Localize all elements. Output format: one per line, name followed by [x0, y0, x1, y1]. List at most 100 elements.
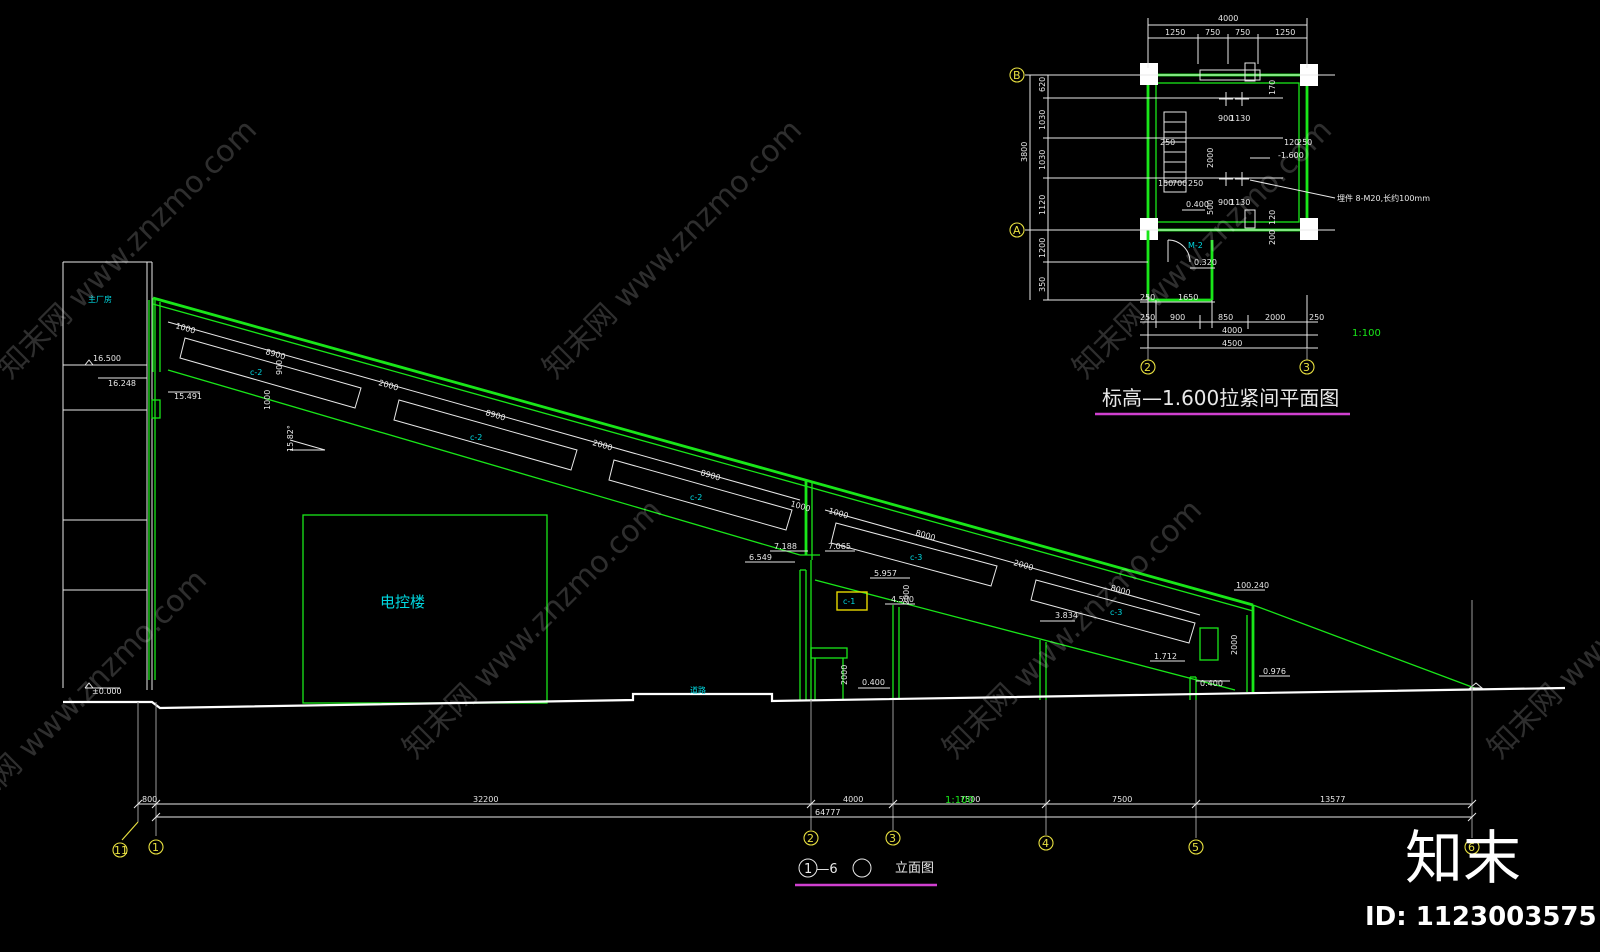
plan-left-1200: 1200 — [1038, 238, 1047, 258]
plan-inner-900a: 900 — [1218, 114, 1233, 123]
plan-left-dims — [1009, 67, 1335, 301]
plan-inner-170: 170 — [1268, 80, 1277, 95]
plan-anchor-note: 埋件 8-M20,长约100mm — [1337, 193, 1430, 203]
plan-level-neg1600: -1.600 — [1278, 151, 1304, 160]
door-tag-c1: c-1 — [843, 597, 855, 606]
dim-2000-d: 2000 — [1230, 635, 1239, 655]
plan-bot-250c: 250 — [1309, 313, 1324, 322]
axis-6: 6 — [1468, 841, 1475, 854]
dim-8000-a: 8000 — [914, 528, 936, 542]
sloped-gallery — [152, 296, 1481, 692]
level-16-248: 16.248 — [108, 379, 136, 388]
plan-inner-120: 120 — [1284, 138, 1299, 147]
axis-dim-13577: 13577 — [1320, 795, 1345, 804]
level-7-065: 7.065 — [828, 542, 851, 551]
plan-bot-2000: 2000 — [1265, 313, 1285, 322]
plan-top-1250a: 1250 — [1165, 28, 1185, 37]
watermarks: 知末网 www.znzmo.com 知末网 www.znzmo.com 知末网 … — [0, 113, 1600, 836]
window-c3-b: c-3 — [1110, 608, 1122, 617]
plan-inner-150: 150 — [1158, 179, 1173, 188]
main-plant-building — [62, 261, 161, 690]
level-markers-mid — [745, 550, 1290, 689]
axis-bubbles — [112, 821, 1480, 858]
watermark-e: 知末网 www.znzmo.com — [396, 493, 669, 766]
window-c2-c: c-2 — [690, 493, 702, 502]
ground-line — [63, 686, 1566, 710]
level-15-491: 15.491 — [174, 392, 202, 401]
plan-top-dims — [1147, 18, 1308, 68]
level-7-188: 7.188 — [774, 542, 797, 551]
elevation-title-prefix: 1 —6 — [804, 862, 838, 877]
watermark-b: 知末网 www.znzmo.com — [536, 113, 809, 386]
axis-1: 1 — [152, 841, 159, 854]
axis-3: 3 — [889, 832, 896, 845]
plan-scale: 1:100 — [1352, 328, 1381, 339]
elevation-title — [795, 858, 937, 887]
elevation-title-suffix: 立面图 — [895, 861, 934, 876]
plan-inner-1130a: 1130 — [1230, 114, 1250, 123]
plan-title: 标高—1.600拉紧间平面图 — [1102, 386, 1339, 410]
level-4-500: 4.500 — [891, 595, 914, 604]
axis-dim-7500-a: 7500 — [960, 795, 980, 804]
dim-1000-a: 1000 — [174, 321, 196, 335]
dim-8900-a: 8900 — [264, 347, 286, 361]
dim-900: 900 — [275, 360, 284, 375]
support-structure — [799, 560, 1197, 700]
plan-inner-2000: 2000 — [1206, 148, 1215, 168]
watermark-a: 知末网 www.znzmo.com — [0, 113, 264, 386]
watermark-c: 知末网 www.znzmo.com — [1066, 113, 1339, 386]
control-building-label: 电控楼 — [380, 593, 425, 611]
axis-dim-32200: 32200 — [473, 795, 498, 804]
level-1-712: 1.712 — [1154, 652, 1177, 661]
plan-inner-120b: 120 — [1268, 210, 1277, 225]
level-100-240: 100.240 — [1236, 581, 1269, 590]
level-16-500: 16.500 — [93, 354, 121, 363]
plan-top-750a: 750 — [1205, 28, 1220, 37]
plan-inner-250c: 250 — [1188, 179, 1203, 188]
axis-5: 5 — [1192, 841, 1199, 854]
slope-indicator — [289, 439, 326, 451]
level-0-400-a: 0.400 — [862, 678, 885, 687]
plan-inner-200: 200 — [1268, 230, 1277, 245]
plan-left-620: 620 — [1038, 77, 1047, 92]
axis-11: 11 — [114, 844, 128, 857]
plan-left-1030a: 1030 — [1038, 110, 1047, 130]
level-markers-left — [84, 359, 200, 689]
plan-inner-900b: 900 — [1218, 198, 1233, 207]
level-0-400-b: 0.400 — [1200, 679, 1223, 688]
plan-bot-250b: 250 — [1140, 313, 1155, 322]
level-6-549: 6.549 — [749, 553, 772, 562]
dimension-rows — [133, 799, 1477, 822]
dim-2000-f: 2000 — [902, 585, 911, 605]
level-3-834: 3.834 — [1055, 611, 1078, 620]
plan-inner-250b: 250 — [1297, 138, 1312, 147]
dim-2000-b: 2000 — [591, 438, 613, 452]
road-label: 道路 — [690, 685, 706, 695]
axis-grid-lines — [137, 600, 1473, 838]
window-c2-b: c-2 — [470, 433, 482, 442]
level-0-000: ±0.000 — [92, 687, 122, 696]
dim-2000-e: 2000 — [840, 665, 849, 685]
plan-bot-900: 900 — [1170, 313, 1185, 322]
plan-level-0400: 0.400 — [1186, 200, 1209, 209]
id-text: ID: 1123003575 — [1365, 902, 1597, 932]
brand-logo: 知末 — [1405, 824, 1521, 892]
watermark-g: 知末网 www.znzmo.com — [1481, 493, 1600, 766]
plan-level-0320: 0.320 — [1194, 258, 1217, 267]
plan-inner-700: 700 — [1172, 179, 1187, 188]
plan-bot-850: 850 — [1218, 313, 1233, 322]
gallery-windows — [179, 337, 1196, 644]
plan-door-m2: M-2 — [1188, 241, 1203, 250]
plan-inner-250: 250 — [1160, 138, 1175, 147]
axis-dim-800: 800 — [142, 795, 157, 804]
plan-left-1120: 1120 — [1038, 195, 1047, 215]
axis-dim-4000: 4000 — [843, 795, 863, 804]
ground-marker — [1468, 682, 1484, 689]
dim-1000-c: 1000 — [789, 499, 811, 513]
window-c3-a: c-3 — [910, 553, 922, 562]
plan-bottom-dims — [1140, 295, 1318, 375]
dim-2000-a: 2000 — [377, 378, 399, 392]
window-c2-a: c-2 — [250, 368, 262, 377]
elevation-scale: 1:100 — [945, 795, 974, 806]
plan-bot-4000: 4000 — [1222, 326, 1242, 335]
